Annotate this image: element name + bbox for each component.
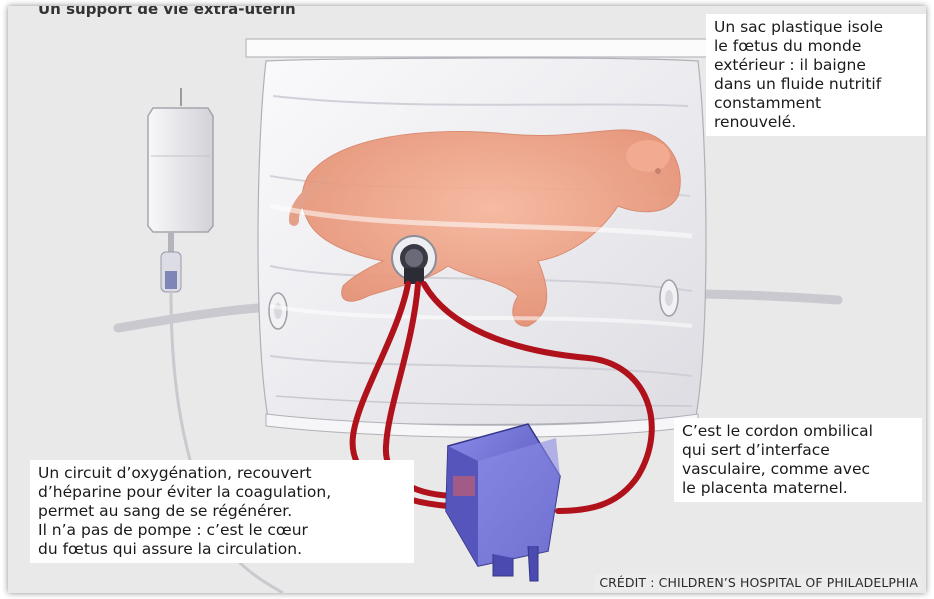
bag-top-rail [246,39,718,57]
credit-line: CRÉDIT : CHILDREN’S HOSPITAL OF PHILADEL… [595,574,922,591]
oxygenation-circuit-caption: Un circuit d’oxygénation, recouvert d’hé… [30,460,414,563]
diagram-frame: Un support de vie extra-utérin Un sac pl… [8,6,926,593]
page-title: Un support de vie extra-utérin [38,6,296,18]
umbilical-cord-caption: C’est le cordon ombilical qui sert d’int… [674,418,922,502]
plastic-bag-caption: Un sac plastique isole le fœtus du monde… [706,14,926,136]
